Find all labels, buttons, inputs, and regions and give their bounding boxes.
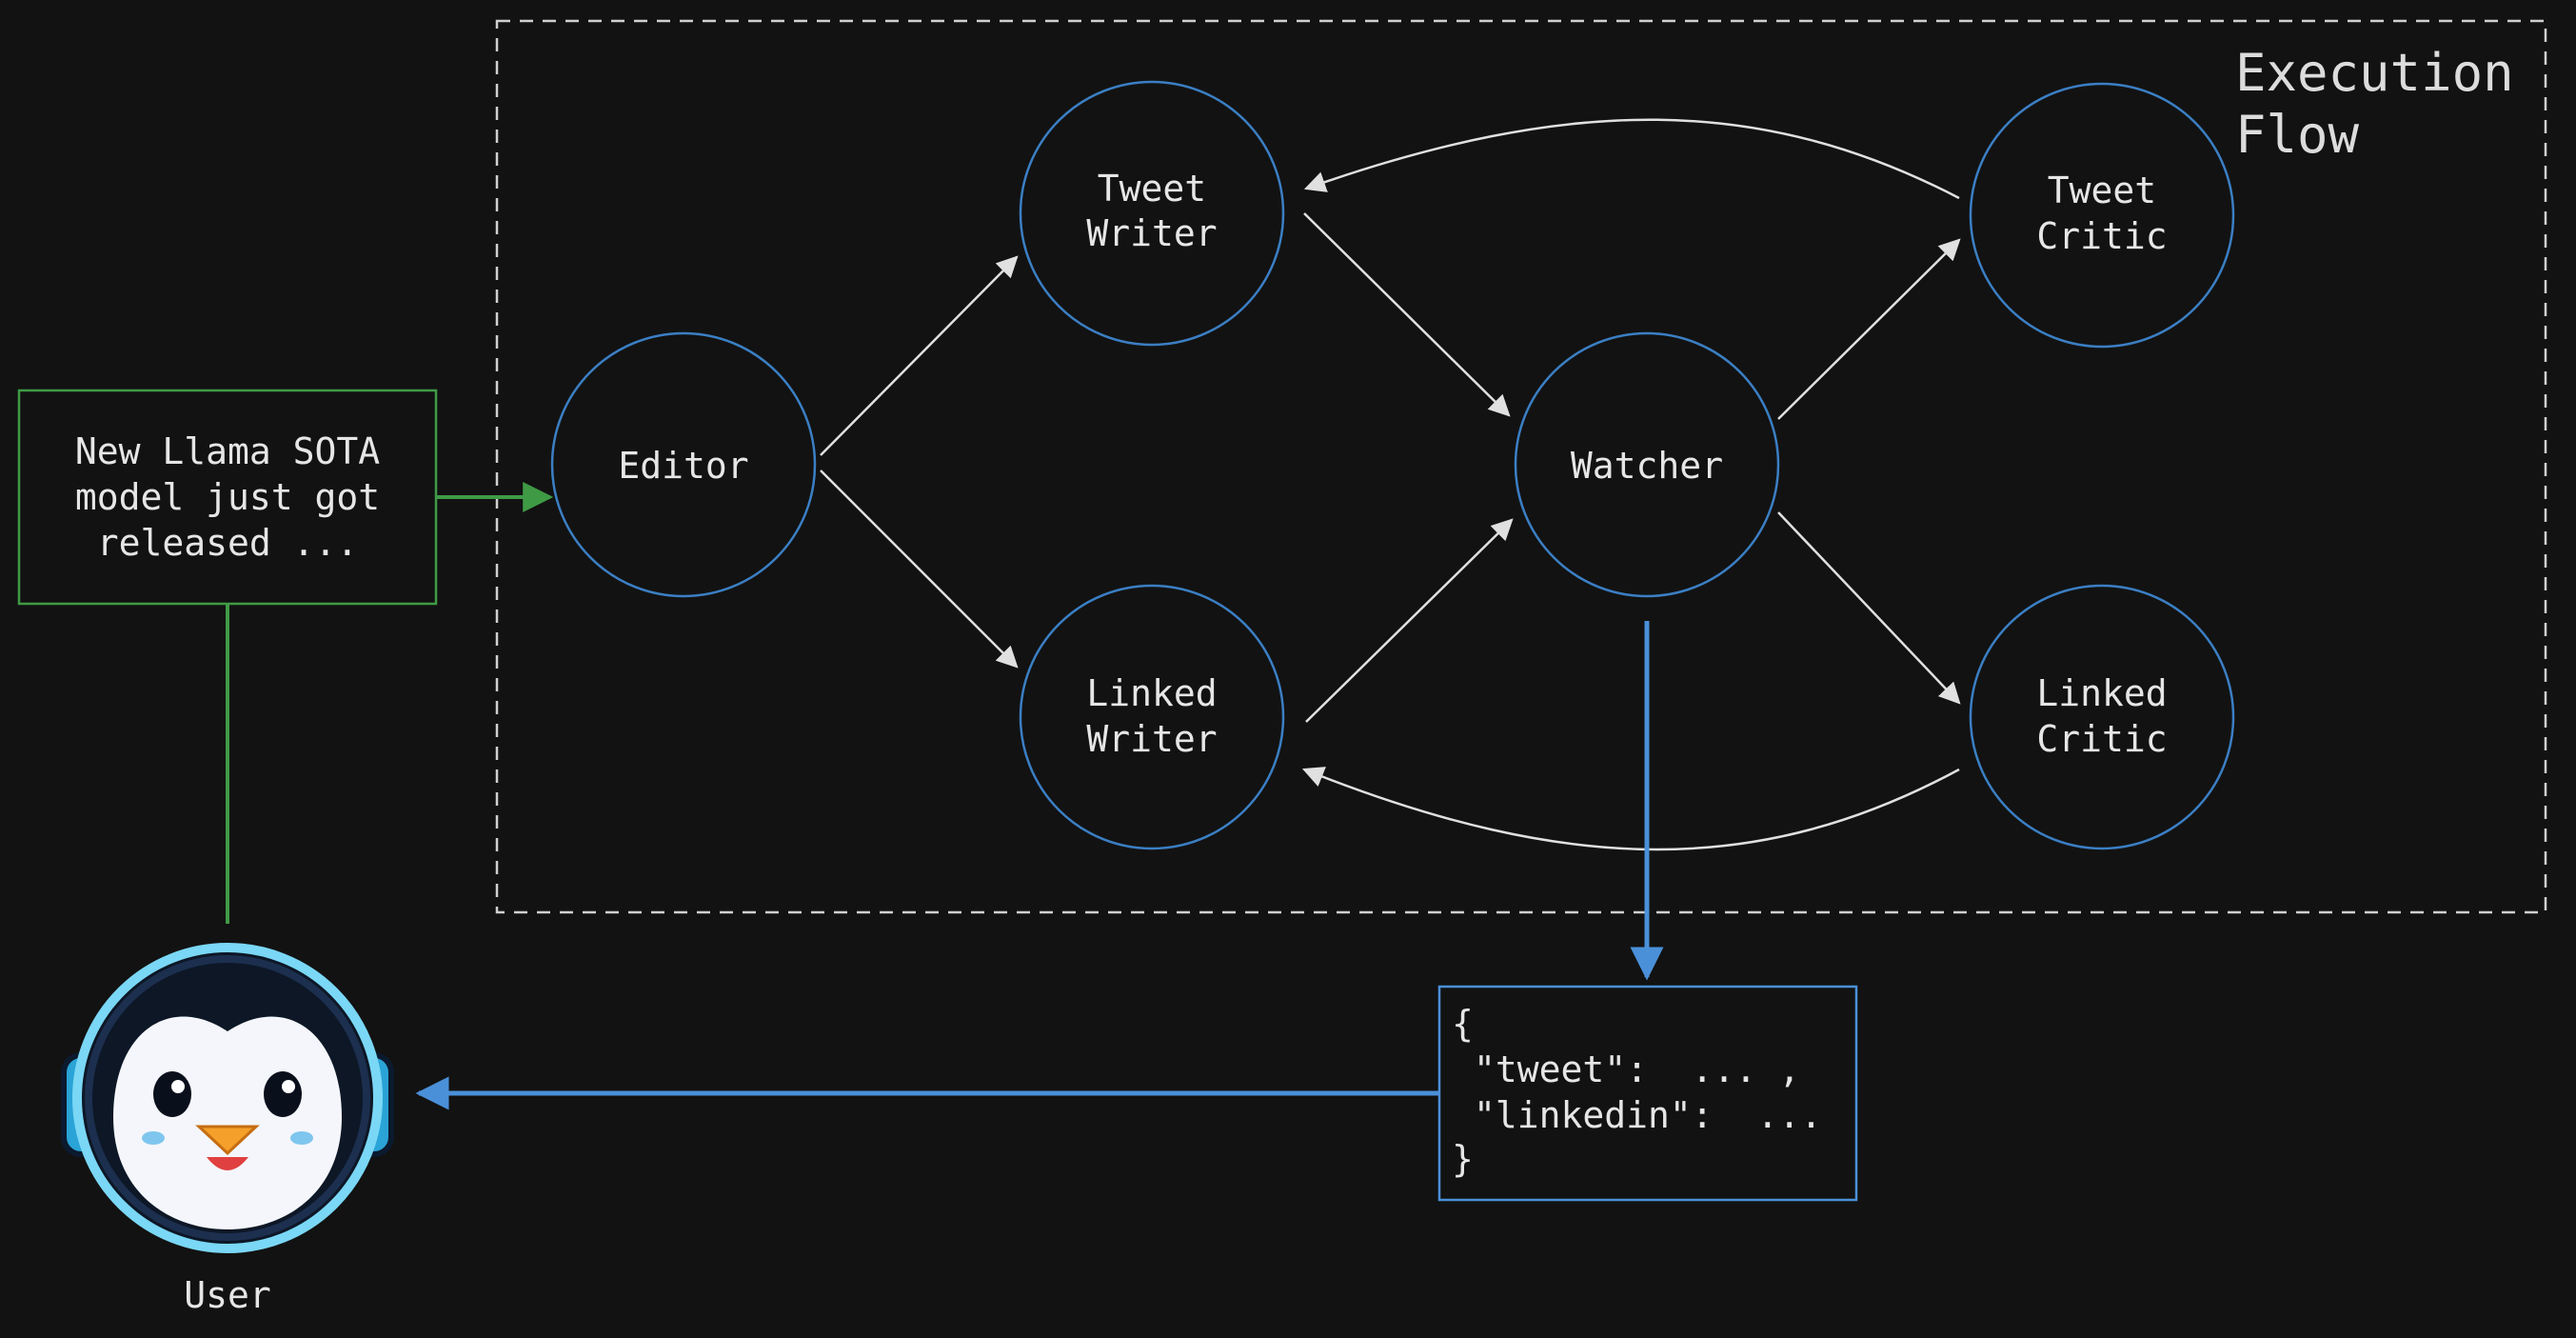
node-tweet-critic-label1: Tweet: [2048, 170, 2156, 211]
node-tweet-writer-label2: Writer: [1086, 212, 1217, 254]
input-prompt-line3: released ...: [97, 522, 359, 564]
execution-flow-container: [495, 19, 2547, 914]
node-linked-critic-label1: Linked: [2036, 672, 2167, 714]
input-prompt-line1: New Llama SOTA: [75, 430, 380, 472]
tweet-critic-to-tweet-writer-arrow: [1303, 118, 1960, 200]
node-linked-writer: Linked Writer: [1019, 584, 1285, 850]
watcher-to-tweet-critic-arrow: [1777, 238, 1961, 420]
node-editor-label: Editor: [618, 445, 748, 487]
node-linked-critic-label2: Critic: [2036, 718, 2167, 760]
node-linked-critic: Linked Critic: [1969, 584, 2235, 850]
node-tweet-critic-label2: Critic: [2036, 215, 2167, 257]
linked-critic-to-linked-writer-arrow: [1301, 767, 1960, 851]
output-json-line2: "tweet": ... ,: [1474, 1048, 1800, 1090]
linked-writer-to-watcher-arrow: [1305, 518, 1514, 723]
container-title-line2: Flow: [2235, 105, 2360, 165]
node-tweet-writer: Tweet Writer: [1019, 80, 1285, 347]
tweet-writer-to-watcher-arrow: [1303, 212, 1511, 417]
user-label: User: [184, 1274, 271, 1316]
editor-to-linked-writer-arrow: [820, 469, 1019, 669]
editor-to-tweet-writer-arrow: [820, 255, 1019, 456]
output-json-line3: "linkedin": ...: [1474, 1094, 1822, 1136]
node-tweet-critic: Tweet Critic: [1969, 82, 2235, 349]
output-json-line4: }: [1452, 1138, 1474, 1180]
output-json-line1: {: [1452, 1003, 1474, 1045]
node-tweet-writer-label1: Tweet: [1098, 168, 1206, 210]
node-linked-writer-label1: Linked: [1086, 672, 1217, 714]
container-title-line1: Execution: [2235, 43, 2514, 103]
node-linked-writer-label2: Writer: [1086, 718, 1217, 760]
node-watcher-label: Watcher: [1571, 445, 1723, 487]
node-watcher: Watcher: [1514, 331, 1780, 598]
penguin-headphones-icon: [61, 943, 394, 1253]
output-json-box: [1437, 985, 1858, 1202]
input-prompt-line2: model just got: [75, 476, 380, 518]
node-editor: Editor: [550, 331, 817, 598]
watcher-to-linked-critic-arrow: [1777, 511, 1961, 705]
